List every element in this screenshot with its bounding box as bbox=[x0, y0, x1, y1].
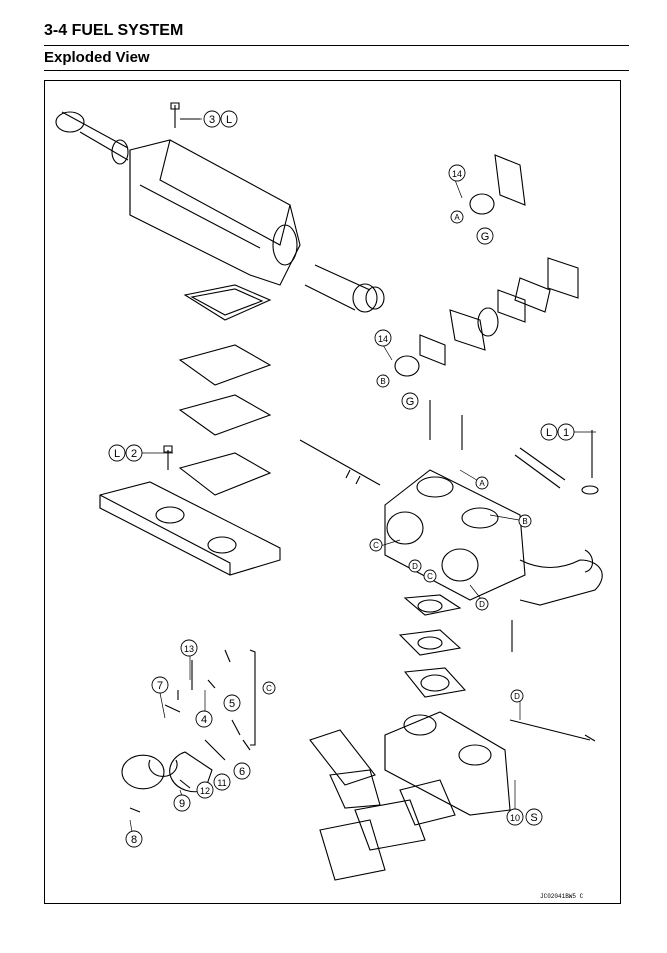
callout-D-text: D bbox=[412, 562, 418, 571]
callout-1-text: 1 bbox=[563, 427, 569, 439]
callout-13 bbox=[180, 639, 198, 657]
callout-8 bbox=[125, 830, 143, 848]
gasket bbox=[183, 284, 272, 321]
callout-12 bbox=[196, 781, 214, 799]
callout-4-text: 4 bbox=[201, 714, 207, 726]
callout-L-right bbox=[540, 423, 558, 441]
diaphragm-lower bbox=[394, 355, 420, 377]
callout-6 bbox=[233, 762, 251, 780]
callout-13-text: 13 bbox=[184, 644, 194, 654]
callout-B-right bbox=[518, 514, 532, 528]
callout-11-text: 11 bbox=[217, 778, 226, 788]
callout-G-lower bbox=[401, 392, 419, 410]
callout-D-text: D bbox=[514, 692, 520, 701]
callout-8-text: 8 bbox=[131, 834, 137, 846]
callout-11 bbox=[213, 773, 231, 791]
callout-L-top bbox=[220, 110, 238, 128]
header-rule bbox=[44, 45, 629, 46]
callout-2 bbox=[125, 444, 143, 462]
callout-C-mid bbox=[423, 569, 437, 583]
callout-10 bbox=[506, 808, 524, 826]
callout-14-lower bbox=[374, 329, 392, 347]
callout-14-text: 14 bbox=[378, 334, 388, 344]
callout-C-text: C bbox=[266, 684, 272, 693]
callout-L-text: L bbox=[114, 448, 120, 460]
gasket-a bbox=[403, 594, 462, 616]
screen-2 bbox=[178, 394, 272, 436]
callout-C-group bbox=[262, 681, 276, 695]
callout-12-text: 12 bbox=[200, 786, 210, 796]
callout-D-low bbox=[475, 597, 489, 611]
subtitle-rule bbox=[44, 70, 629, 71]
callout-3-text: 3 bbox=[209, 114, 215, 126]
callout-A-text: A bbox=[500, 485, 501, 488]
callout-A-top bbox=[450, 210, 464, 224]
callout-10-text: 10 bbox=[510, 813, 520, 823]
callout-A-mid bbox=[475, 476, 489, 490]
base-plate bbox=[99, 481, 281, 576]
callout-7 bbox=[151, 676, 169, 694]
callout-5 bbox=[223, 694, 241, 712]
callout-B-text: B bbox=[522, 517, 527, 526]
callout-C-text: C bbox=[427, 572, 433, 581]
diaphragm-top bbox=[469, 193, 495, 215]
pump-cover-small bbox=[121, 754, 165, 790]
callout-D-right bbox=[510, 689, 524, 703]
callout-S bbox=[525, 808, 543, 826]
callout-L-text: L bbox=[226, 114, 232, 126]
callout-14-top bbox=[448, 164, 466, 182]
callout-A-text: A bbox=[454, 213, 460, 222]
callout-L-text: L bbox=[546, 427, 552, 439]
callout-S-text: S bbox=[530, 812, 537, 824]
carburetor-assembly bbox=[299, 400, 526, 601]
callout-G-text: G bbox=[481, 231, 490, 243]
section-title: 3-4 FUEL SYSTEM bbox=[44, 22, 184, 39]
callout-4 bbox=[195, 710, 213, 728]
callout-D-mid bbox=[408, 559, 422, 573]
diagram-frame bbox=[44, 80, 621, 904]
callout-2-text: 2 bbox=[131, 448, 137, 460]
figure-code: JC02041BW5 C bbox=[540, 893, 584, 900]
callout-9-text: 9 bbox=[179, 798, 185, 810]
callout-C-left bbox=[369, 538, 383, 552]
callout-C-text: C bbox=[373, 541, 379, 550]
intake-silencer bbox=[55, 111, 385, 313]
callout-9 bbox=[173, 794, 191, 812]
pump-cover-top bbox=[494, 154, 526, 206]
callout-14-text: 14 bbox=[452, 169, 462, 179]
callout-A-text: A bbox=[479, 479, 485, 488]
callout-G-top bbox=[476, 227, 494, 245]
callout-1 bbox=[557, 423, 575, 441]
callout-6-text: 6 bbox=[239, 766, 245, 778]
callout-7-text: 7 bbox=[157, 680, 163, 692]
callout-G-text: G bbox=[406, 396, 415, 408]
screen-1 bbox=[178, 344, 272, 386]
callout-L-left bbox=[108, 444, 126, 462]
group-bracket bbox=[249, 649, 256, 746]
page-subtitle: Exploded View bbox=[44, 49, 150, 66]
intake-manifold bbox=[384, 711, 511, 816]
callout-B-text: B bbox=[380, 377, 385, 386]
pump-cover bbox=[547, 257, 579, 299]
callout-B-left bbox=[376, 374, 390, 388]
screen-3 bbox=[178, 452, 272, 496]
callout-D-text: D bbox=[479, 600, 485, 609]
callout-5-text: 5 bbox=[229, 698, 235, 710]
callout-3 bbox=[203, 110, 221, 128]
reed-valve bbox=[309, 729, 376, 786]
